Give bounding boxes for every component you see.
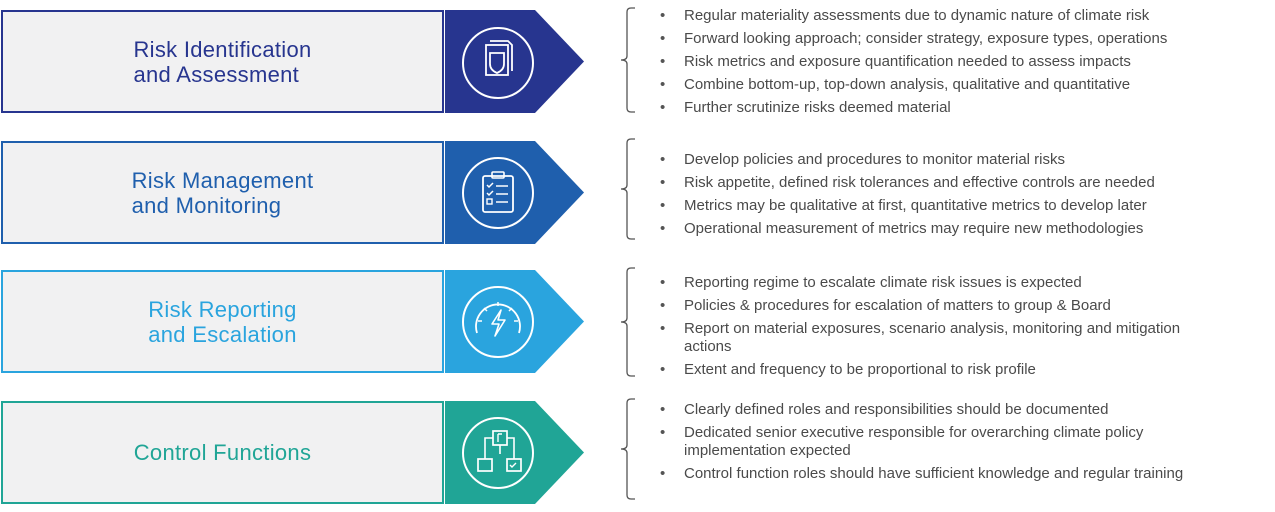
label-box: Risk Identification and Assessment (1, 10, 444, 113)
list-item: •Dedicated senior executive responsible … (660, 424, 1144, 459)
list-item: •Forward looking approach; consider stra… (660, 30, 1168, 47)
list-item: •Metrics may be qualitative at first, qu… (660, 197, 1147, 214)
row-title: Risk Identification and Assessment (133, 36, 312, 87)
clipboard-checklist-icon (462, 157, 534, 229)
chevron-arrow (445, 141, 584, 244)
list-item: •Risk metrics and exposure quantificatio… (660, 53, 1131, 70)
list-item: •Policies & procedures for escalation of… (660, 297, 1111, 314)
list-item: •Control function roles should have suff… (660, 464, 1184, 482)
row-title: Risk Reporting and Escalation (148, 296, 297, 347)
list-item: •Reporting regime to escalate climate ri… (660, 274, 1082, 291)
list-item: •Extent and frequency to be proportional… (660, 360, 1036, 378)
row-title: Control Functions (133, 440, 312, 465)
chevron-arrow (445, 10, 584, 113)
gauge-lightning-icon (462, 286, 534, 358)
bracket (620, 7, 635, 113)
bracket (620, 138, 635, 240)
list-item: •Report on material exposures, scenario … (660, 320, 1181, 355)
list-item: •Combine bottom-up, top-down analysis, q… (660, 76, 1131, 93)
list-item: •Further scrutinize risks deemed materia… (660, 99, 951, 116)
document-shield-icon (462, 27, 534, 99)
list-item: •Clearly defined roles and responsibilit… (660, 401, 1109, 418)
list-item: •Regular materiality assessments due to … (660, 7, 1150, 24)
bullet-list: •Clearly defined roles and responsibilit… (660, 401, 1260, 488)
flowchart-icon (462, 417, 534, 489)
label-box: Risk Reporting and Escalation (1, 270, 444, 373)
list-item: •Develop policies and procedures to moni… (660, 151, 1066, 168)
bullet-list: •Reporting regime to escalate climate ri… (660, 274, 1260, 384)
bracket (620, 398, 635, 500)
bullet-list: •Regular materiality assessments due to … (660, 7, 1260, 122)
list-item: •Operational measurement of metrics may … (660, 220, 1144, 237)
list-item: •Risk appetite, defined risk tolerances … (660, 174, 1155, 191)
bracket (620, 267, 635, 377)
label-box: Risk Management and Monitoring (1, 141, 444, 244)
row-title: Risk Management and Monitoring (131, 167, 314, 218)
bullet-list: •Develop policies and procedures to moni… (660, 151, 1260, 243)
label-box: Control Functions (1, 401, 444, 504)
